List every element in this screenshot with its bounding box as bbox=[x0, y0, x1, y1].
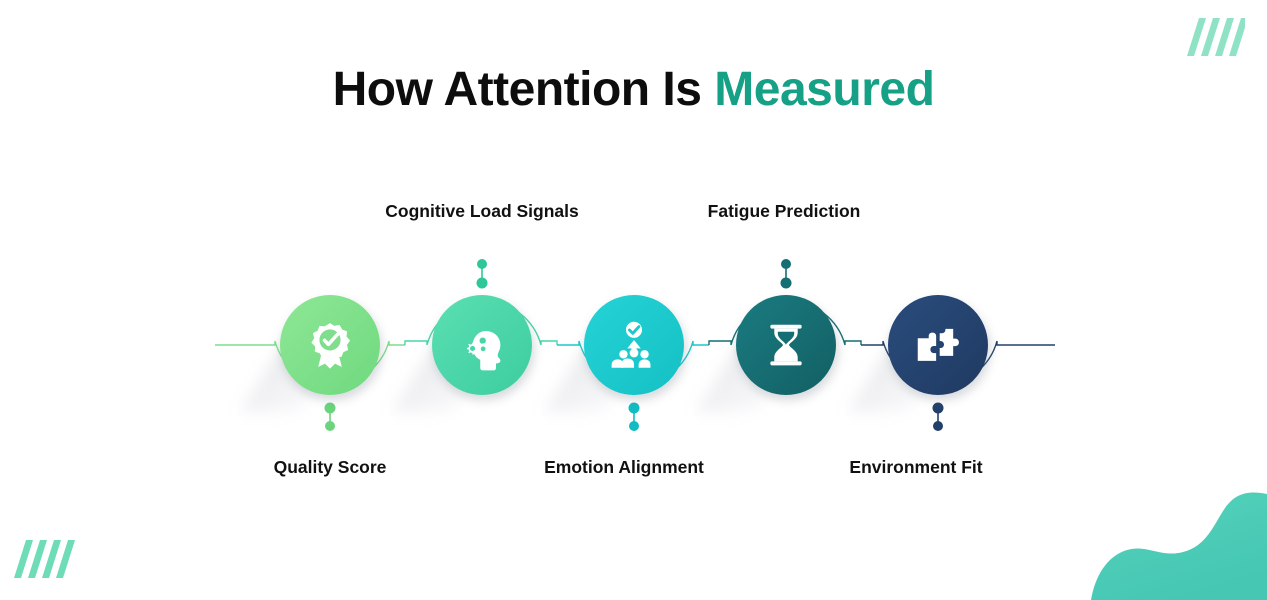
people-arrow-check-icon bbox=[584, 295, 684, 395]
node-circle-5 bbox=[888, 295, 988, 395]
hourglass-icon bbox=[736, 295, 836, 395]
node-dot-1-outer bbox=[325, 421, 335, 431]
page-title-main: How Attention Is bbox=[332, 63, 715, 116]
timeline-node-environment-fit[interactable] bbox=[888, 295, 988, 395]
head-gears-icon bbox=[432, 295, 532, 395]
page-title: How Attention Is Measured bbox=[0, 62, 1267, 117]
node-dot-3-outer bbox=[629, 421, 639, 431]
page-title-accent: Measured bbox=[714, 63, 935, 116]
node-label-quality-score: Quality Score bbox=[273, 457, 387, 477]
node-dot-2-outer bbox=[477, 259, 487, 269]
node-dot-4-outer bbox=[781, 259, 791, 269]
node-label-emotion-alignment: Emotion Alignment bbox=[544, 457, 704, 477]
node-label-cognitive-load-signals: Cognitive Load Signals bbox=[385, 201, 579, 221]
timeline-node-cognitive-load-signals[interactable] bbox=[432, 295, 532, 395]
puzzle-pieces-icon bbox=[888, 295, 988, 395]
timeline-node-quality-score[interactable] bbox=[280, 295, 380, 395]
timeline-node-fatigue-prediction[interactable] bbox=[736, 295, 836, 395]
node-label-fatigue-prediction: Fatigue Prediction bbox=[707, 201, 861, 221]
node-dot-5-outer bbox=[933, 421, 943, 431]
timeline-node-emotion-alignment[interactable] bbox=[584, 295, 684, 395]
quality-badge-check-icon bbox=[280, 295, 380, 395]
node-label-environment-fit: Environment Fit bbox=[849, 457, 983, 477]
